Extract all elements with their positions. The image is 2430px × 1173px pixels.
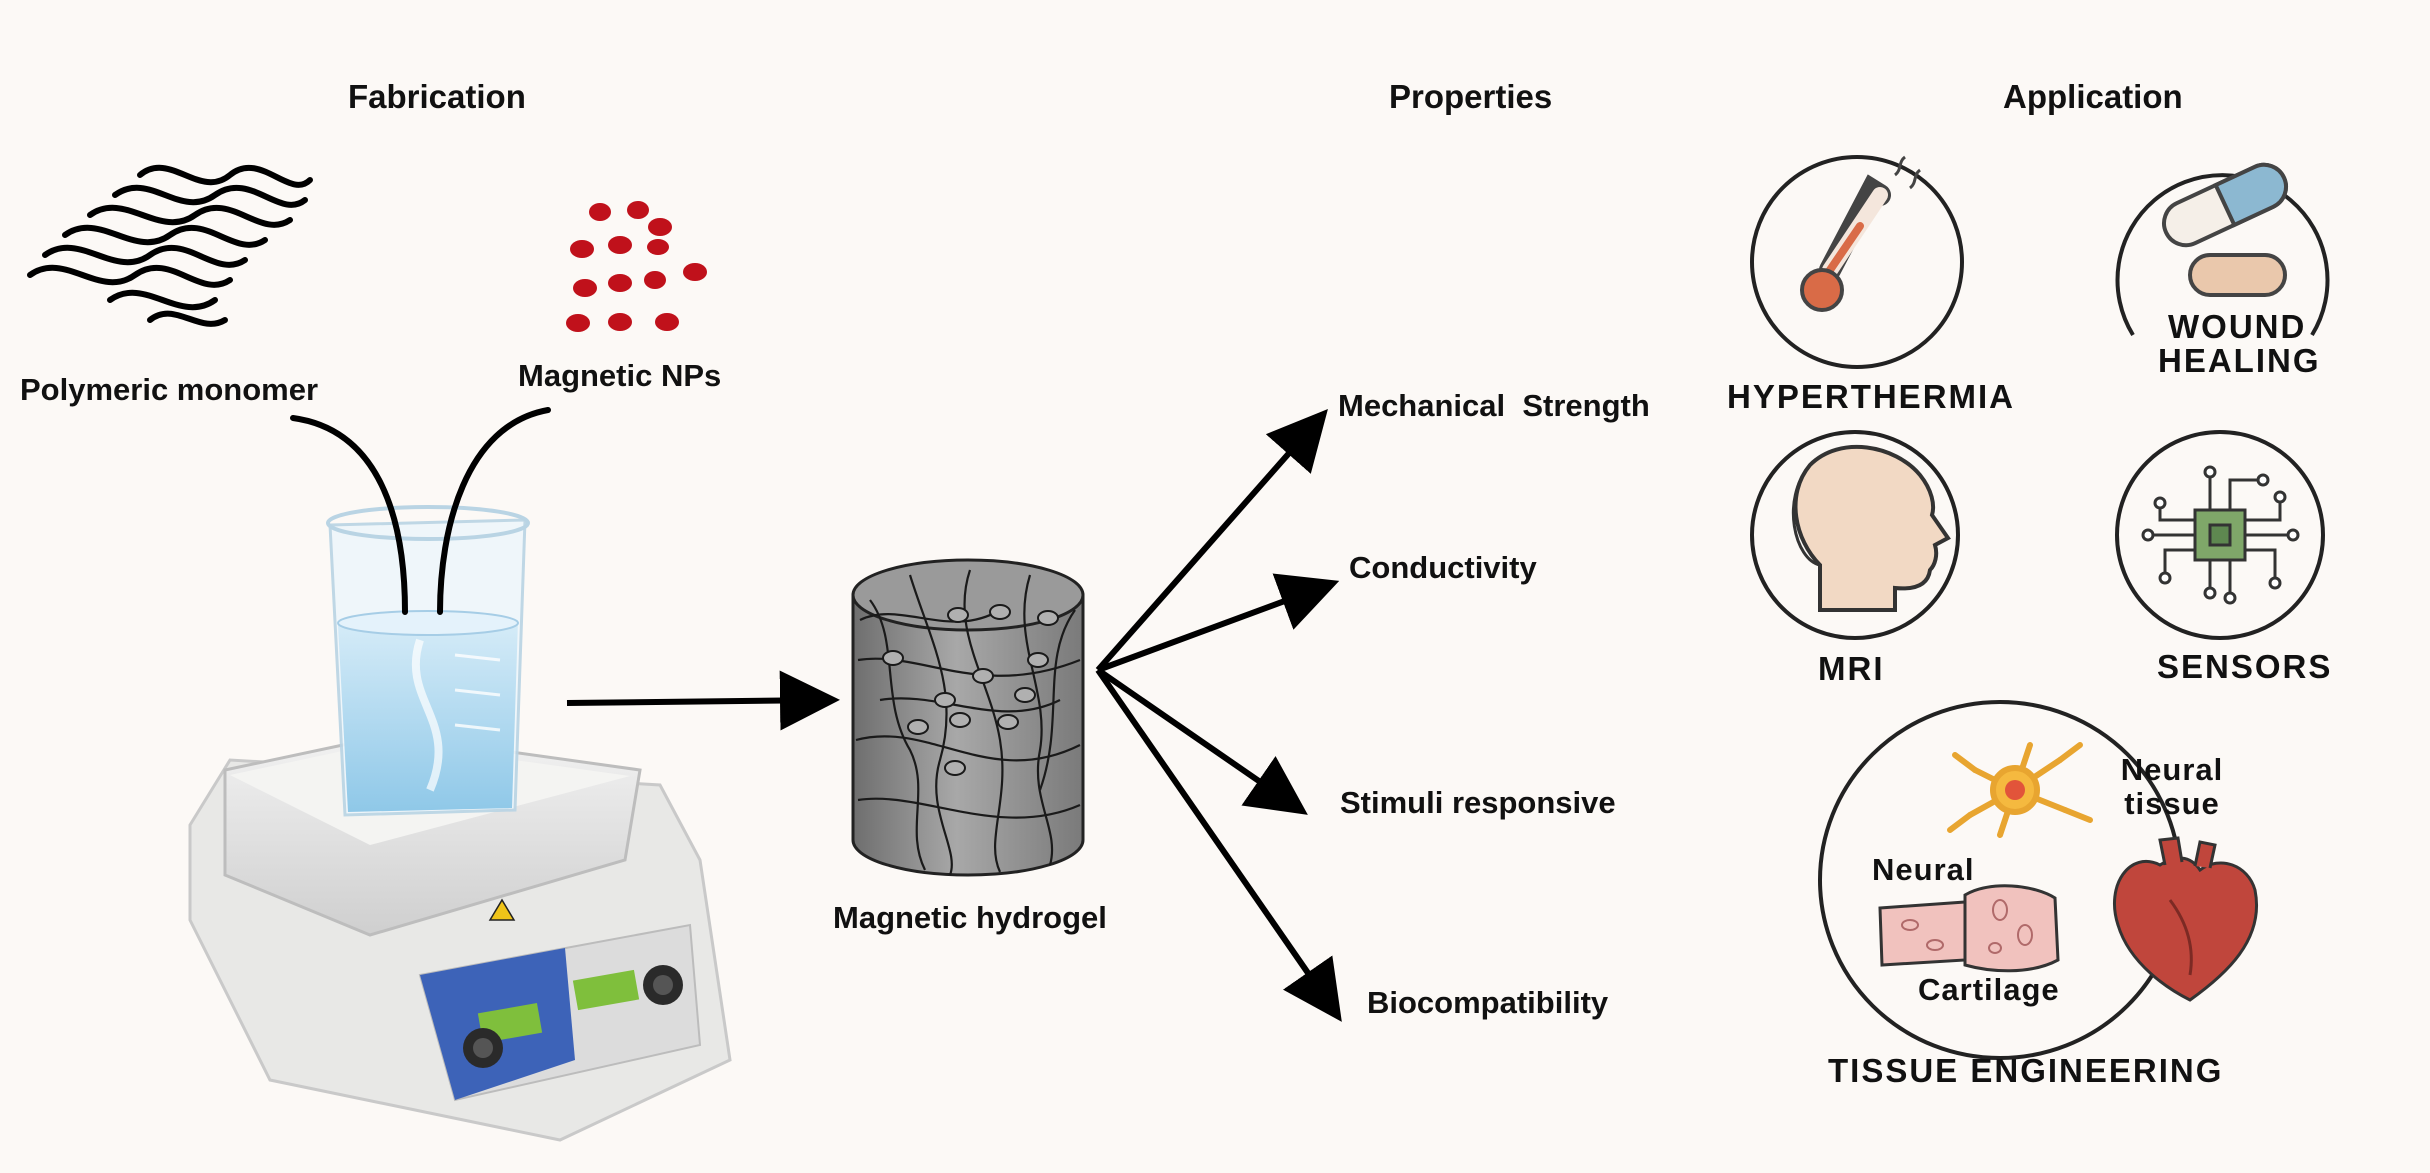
- property-biocompatibility: Biocompatibility: [1367, 985, 1609, 1020]
- feed-lines: [290, 407, 551, 615]
- property-stimuli: Stimuli responsive: [1340, 785, 1616, 820]
- app-wound-line2: HEALING: [2158, 342, 2321, 379]
- property-arrows: [1095, 408, 1342, 1022]
- tissue-cartilage: Cartilage: [1918, 972, 2060, 1007]
- app-tissue-engineering: TISSUE ENGINEERING: [1828, 1052, 2224, 1089]
- header-application: Application: [2003, 78, 2183, 115]
- application-circles: [1750, 155, 2330, 1060]
- process-arrow: [566, 670, 840, 731]
- nps-label: Magnetic NPs: [518, 358, 722, 393]
- tissue-neural: Neural: [1872, 852, 1975, 887]
- hydrogel-cylinder-icon: [851, 558, 1085, 877]
- neuron-icon: [1947, 742, 2093, 838]
- property-conductivity: Conductivity: [1349, 550, 1537, 585]
- app-sensors: SENSORS: [2157, 648, 2333, 685]
- property-mechanical: Mechanical Strength: [1338, 388, 1650, 423]
- app-hyperthermia: HYPERTHERMIA: [1727, 378, 2016, 415]
- polymer-chains-icon: [27, 164, 313, 327]
- app-wound-line1: WOUND: [2168, 308, 2307, 345]
- tissue-neural-tissue-line1: Neural: [2120, 752, 2224, 787]
- hydrogel-label: Magnetic hydrogel: [833, 900, 1107, 935]
- header-fabrication: Fabrication: [348, 78, 526, 115]
- chip-icon: [2141, 465, 2300, 605]
- cartilage-icon: [1878, 884, 2060, 973]
- header-properties: Properties: [1389, 78, 1553, 115]
- thermometer-icon: [1800, 155, 1922, 312]
- pill-capsule-icon: [2162, 162, 2288, 297]
- tissue-neural-tissue-line2: tissue: [2124, 786, 2220, 821]
- heart-icon: [2112, 836, 2258, 1002]
- beaker-icon: [326, 505, 530, 817]
- polymer-label: Polymeric monomer: [20, 372, 319, 407]
- magnetic-nanoparticles-icon: [566, 201, 707, 332]
- app-mri: MRI: [1818, 650, 1885, 687]
- head-profile-icon: [1791, 444, 1951, 612]
